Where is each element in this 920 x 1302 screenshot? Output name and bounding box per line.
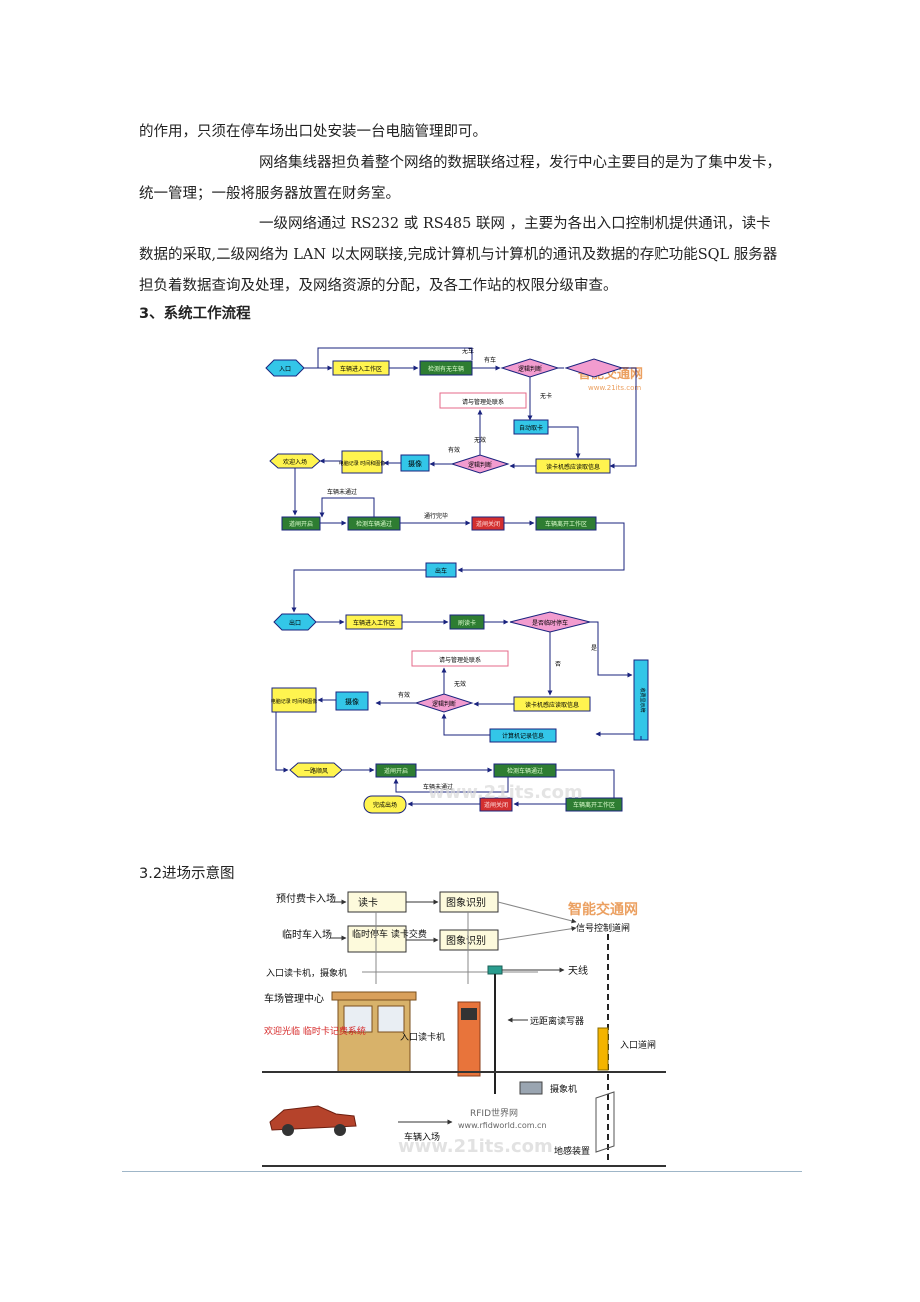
watermark-url-top: www.21its.com bbox=[588, 384, 641, 392]
prepaid-in-label: 预付费卡入场 bbox=[276, 892, 336, 905]
no-card-label: 无卡 bbox=[540, 392, 552, 400]
pc-record-1-box bbox=[341, 450, 383, 474]
auto-card-label: 自动取卡 bbox=[519, 424, 543, 432]
entry-reader-cam-label: 入口读卡机，摄象机 bbox=[266, 967, 347, 979]
entry-diagram: 智能交通网 信号控制道闸 预付费卡入场 读卡 图象识别 临时车入场 临时停车 读… bbox=[258, 884, 670, 1168]
rfid-site-label: RFID世界网 bbox=[470, 1107, 518, 1119]
workflow-flowchart: 智能交通网 www.21its.com 入口 车辆进入工作区 检测有无车辆 无车… bbox=[258, 330, 668, 850]
valid-label: 有效 bbox=[448, 446, 460, 454]
gate-signal-label: 信号控制道闸 bbox=[576, 922, 630, 934]
charge-display-label: 收费显示牌 bbox=[639, 687, 646, 712]
bottom-divider bbox=[122, 1171, 802, 1172]
open-gate-1-label: 道闸开启 bbox=[289, 520, 313, 528]
ground-sensor-label: 地感装置 bbox=[554, 1145, 590, 1157]
entry-gate-label: 入口道闸 bbox=[620, 1039, 656, 1051]
pc-record-1-label: 电脑记录 时间和图像 bbox=[339, 460, 386, 467]
is-temp-label: 是否临时停车 bbox=[532, 619, 568, 627]
capture-1-label: 摄像 bbox=[408, 459, 422, 468]
contact-mgr-2-label: 请与管理处联系 bbox=[439, 656, 481, 664]
capture-2-box bbox=[335, 691, 369, 711]
temp-in-label: 临时车入场 bbox=[282, 928, 332, 941]
long-range-label: 远距离读写器 bbox=[530, 1015, 584, 1027]
read-card-label: 读卡 bbox=[358, 896, 378, 909]
paragraph-2: 网络集线器担负着整个网络的数据联络过程，发行中心主要目的是为了集中发卡，统一管理… bbox=[139, 155, 781, 202]
drive-label: 出车 bbox=[435, 567, 447, 575]
done-exit-label: 完成出场 bbox=[373, 801, 397, 809]
watermark-url-bottom: www.21its.com bbox=[428, 782, 583, 803]
rfid-url-label: www.rfidworld.com.cn bbox=[458, 1121, 547, 1130]
close-gate-1-label: 道闸关闭 bbox=[476, 520, 500, 528]
reader-info-2-label: 读卡机感应读取信息 bbox=[525, 701, 579, 709]
vehicle-in-label: 车辆入场 bbox=[404, 1131, 440, 1143]
capture-2-label: 摄像 bbox=[345, 697, 359, 706]
temp-read-label: 临时停车 读卡交费 bbox=[352, 928, 427, 940]
pc-record-2-box bbox=[271, 687, 317, 713]
has-car-label: 有车 bbox=[484, 356, 496, 364]
section-heading-workflow: 3、系统工作流程 bbox=[139, 306, 251, 322]
camera-icon bbox=[519, 1081, 543, 1095]
welcome-in-hexagon bbox=[269, 453, 321, 469]
valid-2-label: 有效 bbox=[398, 691, 410, 699]
entry-watermark-logo: 智能交通网 bbox=[567, 901, 638, 918]
booth-roof bbox=[331, 991, 417, 1001]
logic-2-label: 逻辑判断 bbox=[468, 461, 492, 469]
section-heading-entry: 3.2进场示意图 bbox=[139, 866, 235, 882]
entry-reader-machine-icon bbox=[457, 1001, 481, 1077]
vehicle-enter-2-label: 车辆进入工作区 bbox=[353, 619, 395, 627]
logic-3-label: 逻辑判断 bbox=[432, 700, 456, 708]
detect-vehicle-label: 检测有无车辆 bbox=[428, 365, 464, 373]
image-rec-2-label: 图象识别 bbox=[446, 935, 486, 947]
paragraph-1: 的作用，只须在停车场出口处安装一台电脑管理即可。 bbox=[139, 124, 487, 140]
contact-mgr-2-box bbox=[411, 650, 509, 667]
close-gate-2-label: 道闸关闭 bbox=[484, 801, 508, 809]
ground-sensor-icon bbox=[595, 1091, 615, 1153]
open-gate-2-label: 道闸开启 bbox=[384, 767, 408, 775]
yes-label: 是 bbox=[591, 645, 597, 652]
no-car-label: 无车 bbox=[462, 347, 474, 355]
contact-mgr-1-box bbox=[439, 392, 527, 409]
vehicle-leave-2-label: 车辆离开工作区 bbox=[573, 801, 615, 809]
logic-diamond-2 bbox=[450, 454, 510, 474]
exit-label: 出口 bbox=[289, 619, 301, 627]
detect-pass-2-label: 检测车辆通过 bbox=[507, 767, 543, 775]
goodbye-label: 一路顺风 bbox=[304, 767, 328, 775]
welcome-in-label: 欢迎入场 bbox=[283, 458, 307, 466]
gate-barrier-icon bbox=[597, 1027, 609, 1071]
detect-pass-label: 检测车辆通过 bbox=[356, 520, 392, 528]
welcome-sign-label: 欢迎光临 临时卡记费系统 bbox=[264, 1025, 366, 1037]
paragraph-3: 一级网络通过 RS232 或 RS485 联网 ，主要为各出入口控制机提供通讯，… bbox=[139, 216, 778, 294]
vehicle-enter-label: 车辆进入工作区 bbox=[340, 365, 382, 373]
entry-reader-label: 入口读卡机 bbox=[400, 1031, 445, 1043]
invalid-2-label: 无效 bbox=[454, 680, 466, 688]
vehicle-not-pass-2-label: 车辆未通过 bbox=[423, 783, 453, 791]
antenna-icon bbox=[487, 965, 503, 975]
reader-info-label: 读卡机感应读取信息 bbox=[546, 463, 600, 471]
image-rec-1-label: 图象识别 bbox=[446, 897, 486, 909]
pc-record-2-label: 电脑记录 时间和图像 bbox=[271, 698, 318, 705]
entry-watermark-url: www.21its.com bbox=[398, 1136, 553, 1157]
temp-read-box bbox=[347, 925, 407, 953]
logic-diamond-3 bbox=[414, 693, 474, 713]
pass-done-label: 通行完毕 bbox=[424, 512, 448, 520]
done-exit-box bbox=[363, 795, 407, 814]
read-card-label: 刷读卡 bbox=[458, 619, 476, 627]
contact-mgr-1-label: 请与管理处联系 bbox=[462, 398, 504, 406]
no-label: 否 bbox=[555, 661, 561, 668]
mgmt-center-label: 车场管理中心 bbox=[264, 992, 324, 1005]
camera-label: 摄象机 bbox=[550, 1083, 577, 1095]
pc-record-info-label: 计算机记录信息 bbox=[502, 732, 544, 740]
vehicle-not-pass-label: 车辆未通过 bbox=[327, 488, 357, 496]
vehicle-leave-1-label: 车辆离开工作区 bbox=[545, 520, 587, 528]
logic-1-label: 逻辑判断 bbox=[518, 365, 542, 373]
antenna-label: 天线 bbox=[568, 964, 588, 977]
entry-top-label: 入口 bbox=[279, 366, 291, 373]
